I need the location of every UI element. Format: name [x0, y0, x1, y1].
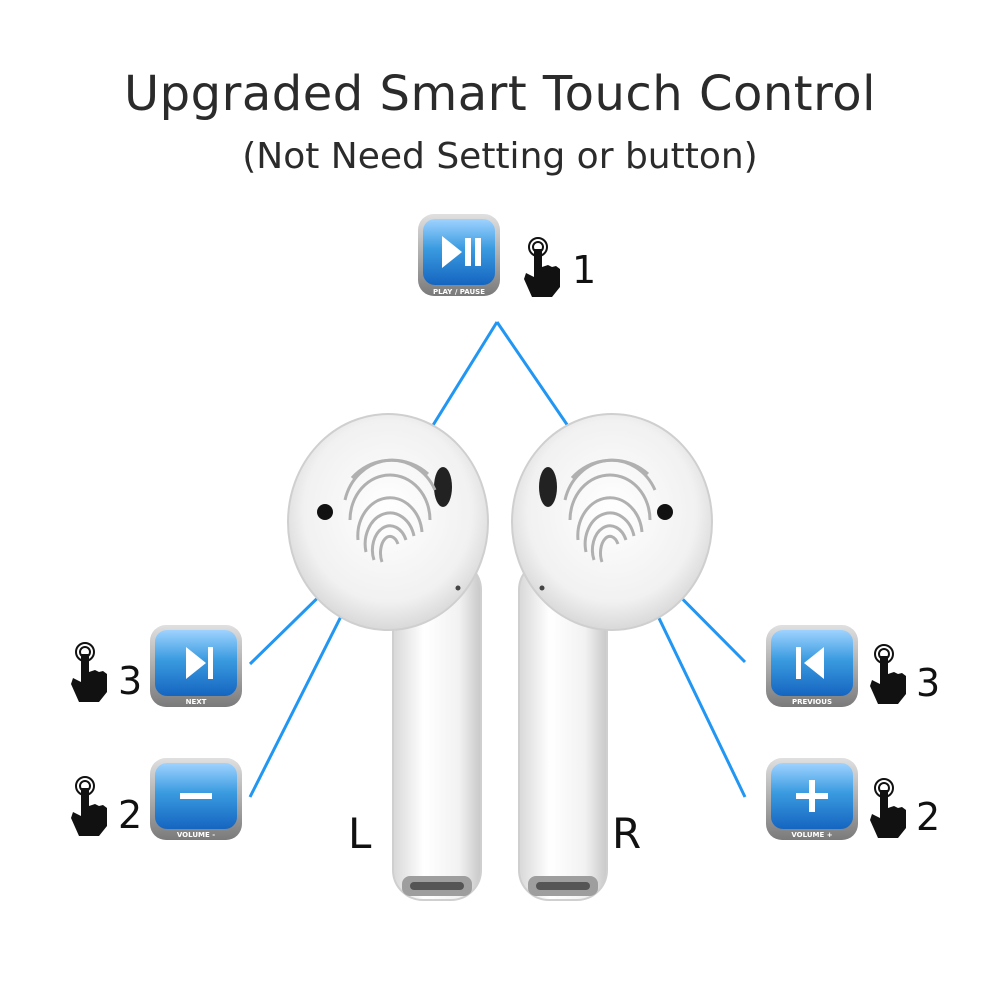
volume-down-button: VOLUME -: [150, 758, 242, 840]
previous-button: PREVIOUS: [766, 625, 858, 707]
tap-hand-icon: [869, 778, 907, 839]
tap-hand-icon: [869, 644, 907, 705]
play-pause-button: PLAY / PAUSE: [418, 214, 500, 296]
minus-icon: [180, 793, 212, 799]
page-subtitle: (Not Need Setting or button): [242, 136, 758, 177]
previous-caption: PREVIOUS: [792, 698, 832, 706]
volume-down-caption: VOLUME -: [177, 831, 215, 839]
volume-up-caption: VOLUME +: [791, 831, 832, 839]
next-button: NEXT: [150, 625, 242, 707]
right-label: R: [612, 809, 641, 858]
tap-hand-icon: [523, 237, 561, 298]
play-pause-icon: [442, 236, 481, 268]
page-title: Upgraded Smart Touch Control: [124, 66, 876, 122]
previous-icon: [796, 647, 824, 679]
volume-down-taps: 2: [118, 793, 142, 837]
play-pause-caption: PLAY / PAUSE: [433, 288, 485, 296]
tap-hand-icon: [70, 776, 108, 837]
previous-taps: 3: [916, 661, 940, 705]
play-pause-taps: 1: [572, 248, 596, 292]
next-caption: NEXT: [186, 698, 207, 706]
left-label: L: [348, 809, 372, 858]
next-icon: [186, 647, 213, 679]
tap-hand-icon: [70, 642, 108, 703]
fingerprint-icon: [343, 458, 437, 563]
left-earbud: [287, 413, 489, 901]
volume-up-button: VOLUME +: [766, 758, 858, 840]
fingerprint-icon: [563, 458, 657, 563]
next-taps: 3: [118, 659, 142, 703]
right-earbud: [511, 413, 713, 901]
volume-up-taps: 2: [916, 795, 940, 839]
plus-icon: [796, 780, 828, 812]
